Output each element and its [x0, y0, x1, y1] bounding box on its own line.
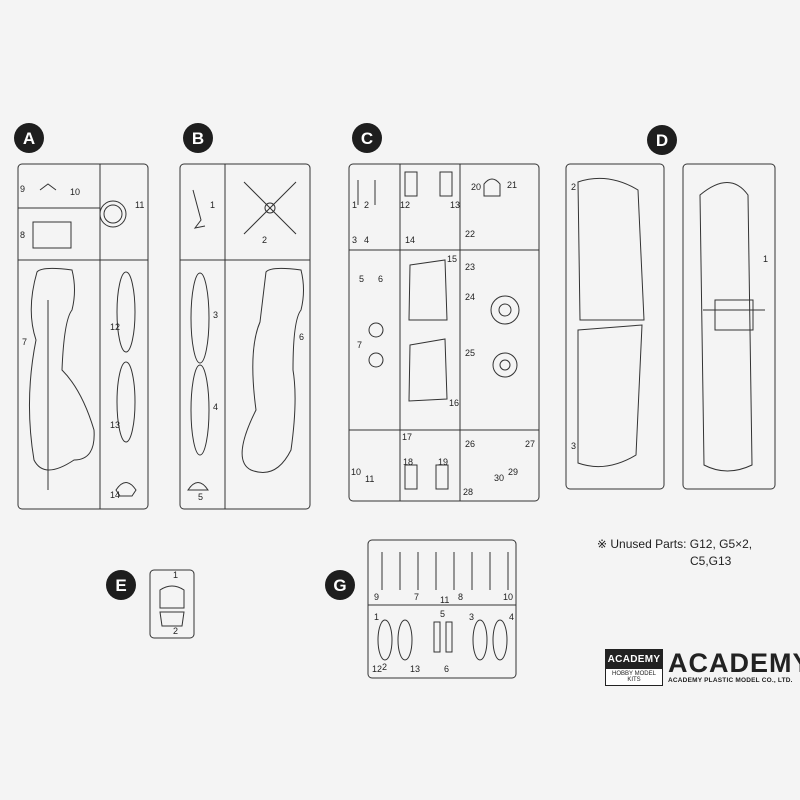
part-number-c-4: 4: [364, 235, 369, 245]
sprue-d-frame: [565, 163, 776, 490]
part-number-c-19: 19: [438, 457, 448, 467]
sprue-a-frame: [17, 163, 149, 510]
part-number-d-2: 2: [571, 182, 576, 192]
sprue-e-letter: E: [115, 576, 126, 595]
part-number-c-20: 20: [471, 182, 481, 192]
part-number-c-29: 29: [508, 467, 518, 477]
sprue-e-parts: [159, 585, 185, 627]
sprue-b-frame: [179, 163, 311, 510]
part-number-c-16: 16: [449, 398, 459, 408]
part-number-c-22: 22: [465, 229, 475, 239]
sprue-a-parts: [28, 183, 137, 497]
academy-brand: ACADEMY: [668, 648, 800, 678]
part-number-c-13: 13: [450, 200, 460, 210]
part-number-b-3: 3: [213, 310, 218, 320]
unused-parts-line2: C5,G13: [690, 554, 732, 568]
part-number-g-4: 4: [509, 612, 514, 622]
part-number-d-1: 1: [763, 254, 768, 264]
part-number-a-14: 14: [110, 490, 120, 500]
academy-brand-subtitle: ACADEMY PLASTIC MODEL CO., LTD.: [668, 677, 793, 684]
part-number-g-6: 6: [444, 664, 449, 674]
part-number-c-5: 5: [359, 274, 364, 284]
part-number-c-2: 2: [364, 200, 369, 210]
academy-logo-box: ACADEMY HOBBY MODEL KITS: [605, 649, 663, 686]
part-number-c-14: 14: [405, 235, 415, 245]
logo-box-title: ACADEMY: [606, 650, 662, 669]
part-number-c-30: 30: [494, 473, 504, 483]
part-number-c-7: 7: [357, 340, 362, 350]
sprue-g-badge: [325, 570, 355, 600]
part-number-a-10: 10: [70, 187, 80, 197]
sprue-c-parts: [357, 171, 520, 490]
part-number-c-11: 11: [365, 474, 374, 484]
part-number-b-6: 6: [299, 332, 304, 342]
part-number-e-2: 2: [173, 626, 178, 636]
part-number-a-12: 12: [110, 322, 120, 332]
sprue-a-letter: A: [23, 129, 35, 148]
part-number-g-7: 7: [414, 592, 419, 602]
part-number-a-7: 7: [22, 337, 27, 347]
sprue-c-badge: [352, 123, 382, 153]
part-number-c-26: 26: [465, 439, 475, 449]
part-number-c-18: 18: [403, 457, 413, 467]
sprue-d-badge: [647, 125, 677, 155]
sprue-e-frame: [149, 569, 195, 639]
part-number-c-6: 6: [378, 274, 383, 284]
part-number-e-1: 1: [173, 570, 178, 580]
sprue-a-badge: [14, 123, 44, 153]
part-number-c-24: 24: [465, 292, 475, 302]
part-number-c-25: 25: [465, 348, 475, 358]
part-number-c-23: 23: [465, 262, 475, 272]
part-number-a-13: 13: [110, 420, 120, 430]
part-number-g-1: 1: [374, 612, 379, 622]
logo-box-subtitle: HOBBY MODEL KITS: [606, 669, 662, 685]
part-number-d-3: 3: [571, 441, 576, 451]
part-number-b-4: 4: [213, 402, 218, 412]
sprue-g-letter: G: [333, 576, 346, 595]
part-number-b-1: 1: [210, 200, 215, 210]
sprue-g-frame: [367, 539, 517, 679]
part-number-c-17: 17: [402, 432, 412, 442]
part-number-g-10: 10: [503, 592, 513, 602]
part-number-c-1: 1: [352, 200, 357, 210]
part-number-b-5: 5: [198, 492, 203, 502]
part-number-c-28: 28: [463, 487, 473, 497]
part-number-g-8: 8: [458, 592, 463, 602]
sprue-e-badge: [106, 570, 136, 600]
part-number-g-13: 13: [410, 664, 420, 674]
sprue-b-letter: B: [192, 129, 204, 148]
part-number-g-2: 2: [382, 662, 387, 672]
sprue-c-frame: [348, 163, 540, 502]
unused-parts-line1: ※ Unused Parts: G12, G5×2,: [597, 537, 753, 551]
sprue-g-parts: [377, 552, 509, 661]
part-number-c-27: 27: [525, 439, 535, 449]
part-number-g-9: 9: [374, 592, 379, 602]
part-number-g-3: 3: [469, 612, 474, 622]
part-number-b-2: 2: [262, 235, 267, 245]
sprue-c-letter: C: [361, 129, 373, 148]
sprue-b-parts: [187, 181, 304, 491]
part-number-g-5: 5: [440, 609, 445, 619]
part-number-c-21: 21: [507, 180, 517, 190]
part-number-g-11: 11: [440, 595, 449, 605]
sprue-d-parts: [577, 177, 765, 472]
part-number-c-10: 10: [351, 467, 361, 477]
sprue-d-letter: D: [656, 131, 668, 150]
part-number-g-12: 12: [372, 664, 382, 674]
sprue-b-badge: [183, 123, 213, 153]
part-number-a-9: 9: [20, 184, 25, 194]
part-number-a-11: 11: [135, 200, 144, 210]
part-number-c-3: 3: [352, 235, 357, 245]
part-number-c-15: 15: [447, 254, 457, 264]
part-number-a-8: 8: [20, 230, 25, 240]
part-number-c-12: 12: [400, 200, 410, 210]
unused-parts-note: ※ Unused Parts: G12, G5×2, C5,G13: [597, 536, 752, 570]
